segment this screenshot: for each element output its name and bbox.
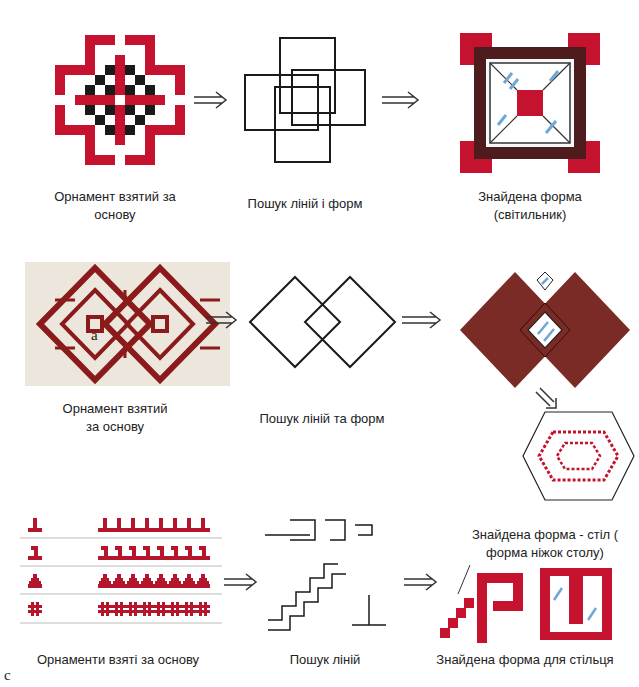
leader-line xyxy=(458,565,470,594)
line-sketch xyxy=(245,38,365,162)
ornament-photo xyxy=(25,262,230,386)
lamp-form xyxy=(460,33,600,173)
caption: Знайдена форма (світильник) xyxy=(465,188,595,224)
caption: Пошук ліній і форм xyxy=(225,195,385,213)
caption: Орнамент взятий за основу xyxy=(56,400,174,436)
diamond-form xyxy=(460,272,630,388)
caption: Знайдена форма для стільця xyxy=(418,651,633,669)
letter-mark: a xyxy=(91,326,105,344)
caption: Знайдена форма - стіл ( форма ніжок стол… xyxy=(465,526,625,562)
table-form xyxy=(540,568,612,640)
chair-form xyxy=(440,578,518,638)
line-sketch xyxy=(265,520,386,630)
letter-mark: c xyxy=(4,666,18,684)
caption: Орнамент взятий за основу xyxy=(45,188,185,224)
ornament-cross xyxy=(55,35,185,165)
line-sketch xyxy=(250,277,395,367)
caption: Пошук ліній xyxy=(265,651,385,669)
ornament-rows xyxy=(20,518,222,623)
caption: Орнаменти взяті за основу xyxy=(16,651,221,669)
caption: Пошук ліній та форм xyxy=(237,410,407,428)
hexagon-pattern xyxy=(523,412,634,500)
double-arrow xyxy=(194,92,418,108)
